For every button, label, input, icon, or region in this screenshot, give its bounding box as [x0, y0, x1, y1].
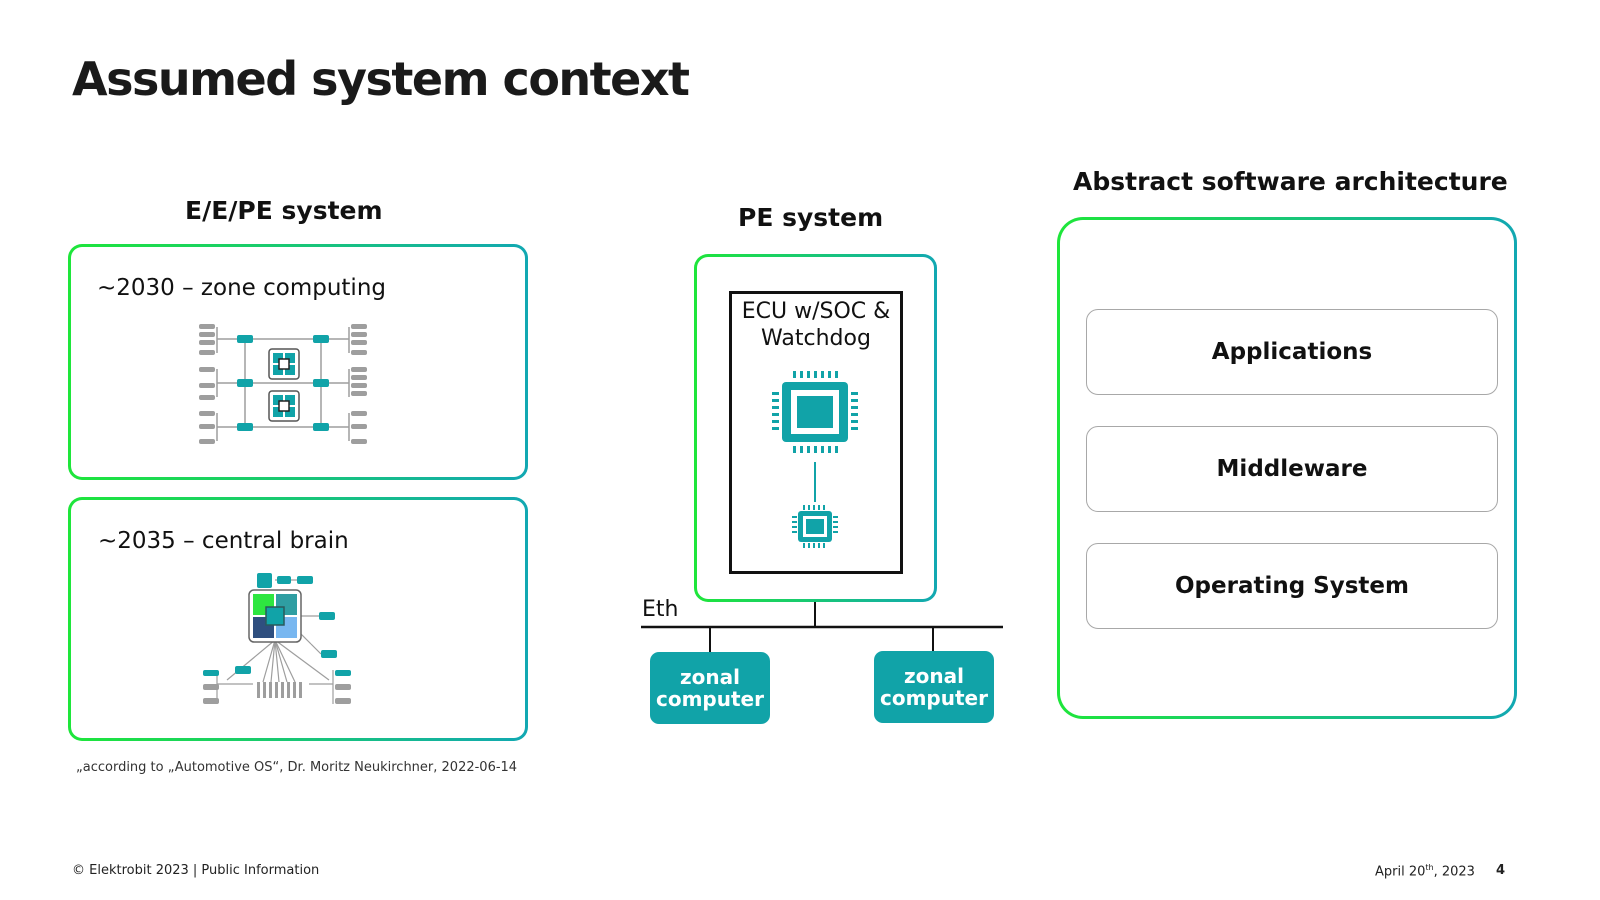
software-architecture-heading: Abstract software architecture — [1073, 167, 1508, 196]
central-brain-label: ~2035 – central brain — [98, 528, 349, 554]
pe-system-heading: PE system — [738, 203, 884, 232]
layer-operating-system: Operating System — [1086, 543, 1498, 629]
footer-date-suffix: th — [1425, 863, 1434, 872]
footer-date-main: April 20 — [1375, 864, 1426, 880]
soc-chip-icon — [772, 371, 858, 453]
layer-middleware: Middleware — [1086, 426, 1498, 512]
watchdog-chip-icon — [792, 505, 838, 548]
layer-applications: Applications — [1086, 309, 1498, 395]
central-brain-icon — [203, 573, 351, 704]
ethernet-label: Eth — [642, 597, 679, 622]
page-title: Assumed system context — [72, 52, 690, 106]
footer-date-year: , 2023 — [1433, 864, 1475, 880]
central-brain-panel: ~2035 – central brain — [68, 497, 528, 741]
zone-computing-label: ~2030 – zone computing — [97, 275, 386, 301]
zonal-computer-right: zonal computer — [874, 651, 994, 723]
ee-pe-system-heading: E/E/PE system — [185, 196, 383, 225]
footer-copyright: © Elektrobit 2023 | Public Information — [72, 863, 320, 878]
source-footnote: „according to „Automotive OS“, Dr. Morit… — [76, 760, 518, 775]
zonal-computer-left: zonal computer — [650, 652, 770, 724]
zone-computing-panel: ~2030 – zone computing — [68, 244, 528, 480]
page-number: 4 — [1496, 863, 1506, 878]
ecu-label: ECU w/SOC & Watchdog — [741, 299, 891, 351]
footer-date: April 20th, 2023 — [1375, 863, 1475, 879]
zone-computing-icon — [199, 324, 367, 444]
